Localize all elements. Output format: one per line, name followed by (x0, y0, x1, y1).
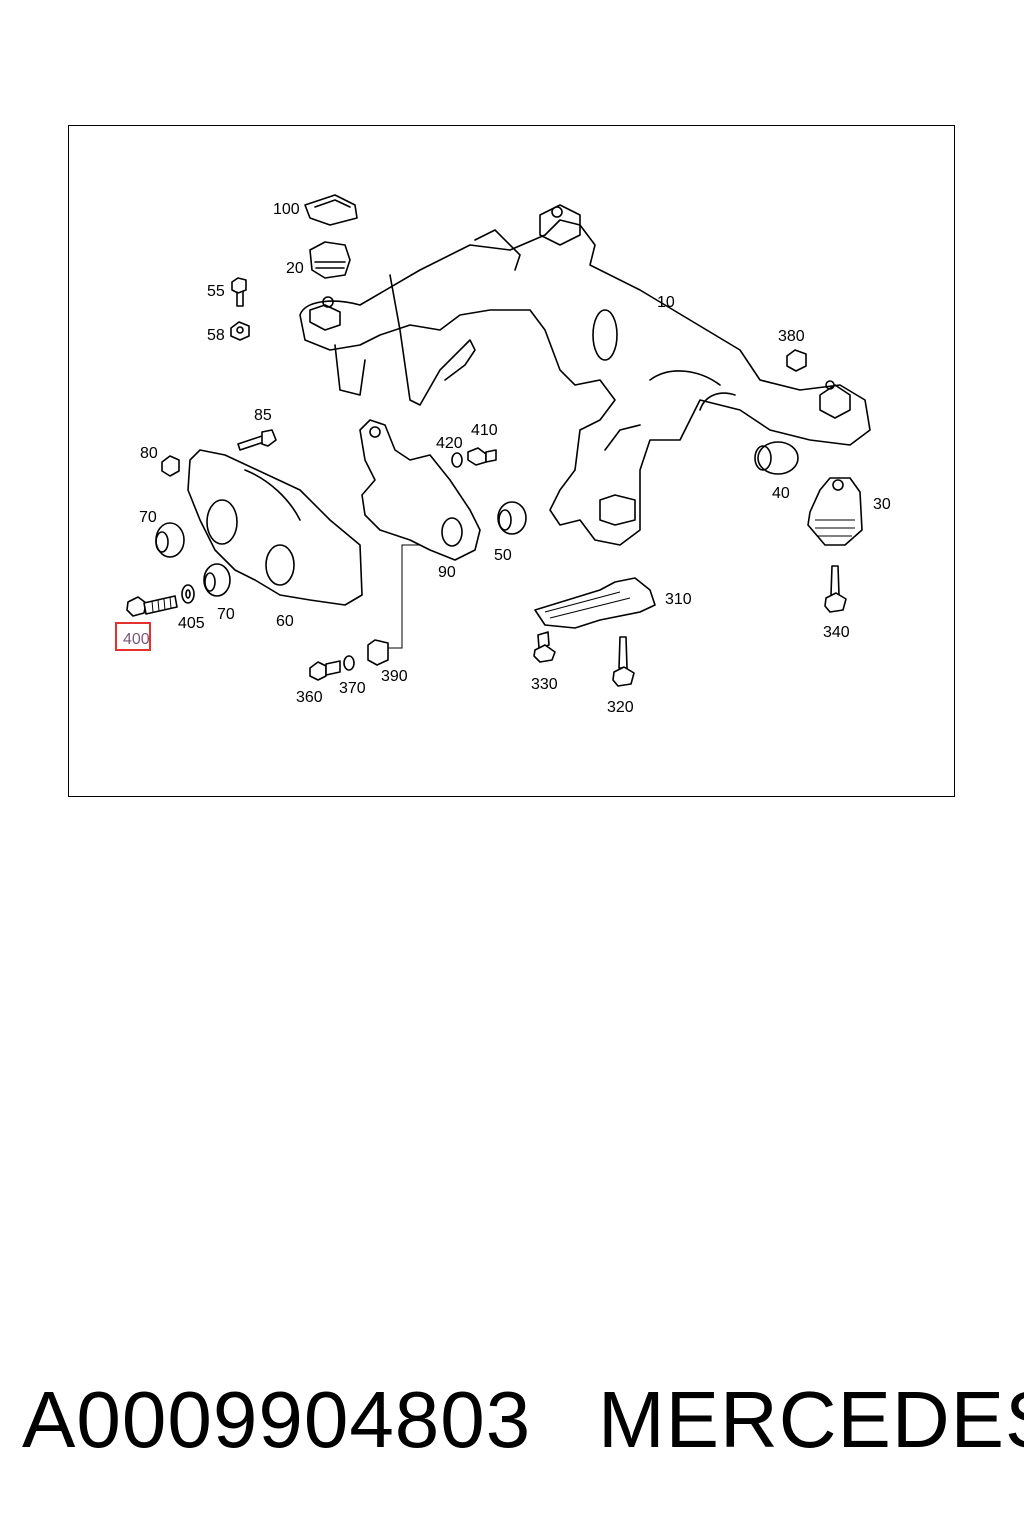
rubber-mount-part (309, 241, 351, 279)
bolt-360-part (309, 660, 341, 681)
sleeve-390-part (367, 639, 389, 666)
heat-shield-part (534, 577, 656, 629)
bolt-410-part (467, 447, 497, 466)
callout-10: 10 (657, 294, 675, 311)
callout-80: 80 (140, 445, 158, 462)
callout-360: 360 (296, 689, 323, 706)
callout-50: 50 (494, 547, 512, 564)
washer-370-part (343, 655, 355, 671)
bolt-400-part (126, 595, 178, 617)
callout-20: 20 (286, 260, 304, 277)
callout-55: 55 (207, 283, 225, 300)
bushing-70b-part (203, 563, 231, 597)
nut-380-part (786, 349, 807, 372)
bushing-40-part (754, 441, 799, 475)
highlight-box (115, 622, 151, 651)
callout-85: 85 (254, 407, 272, 424)
callout-320: 320 (607, 699, 634, 716)
bracket-90-part (359, 419, 481, 561)
bolt-85-part (237, 429, 277, 451)
bushing-50-part (497, 501, 527, 535)
bolt-55-part (231, 277, 247, 307)
nut-58-part (230, 321, 250, 341)
brand-name: MERCEDES (598, 1375, 1024, 1464)
footer: A0009904803 MERCEDES (0, 1370, 1024, 1470)
callout-410: 410 (471, 422, 498, 439)
callout-400: 400 (123, 631, 150, 648)
callout-60: 60 (276, 613, 294, 630)
callout-30: 30 (873, 496, 891, 513)
screw-340-part (824, 565, 847, 613)
diagram-frame (68, 125, 955, 797)
callout-340: 340 (823, 624, 850, 641)
washer-420-part (451, 452, 463, 468)
nut-80-part (161, 455, 180, 477)
part-number: A0009904803 (22, 1375, 532, 1464)
callout-100: 100 (273, 201, 300, 218)
screw-330-part (533, 631, 556, 663)
callout-310: 310 (665, 591, 692, 608)
callout-90: 90 (438, 564, 456, 581)
bushing-70-part (155, 522, 185, 558)
axle-carrier-part (299, 204, 871, 546)
callout-330: 330 (531, 676, 558, 693)
callout-380: 380 (778, 328, 805, 345)
callout-390: 390 (381, 668, 408, 685)
differential-cover-part (187, 449, 363, 606)
washer-405-part (181, 584, 195, 604)
mount-cap-part (304, 194, 358, 226)
callout-420: 420 (436, 435, 463, 452)
callout-405: 405 (178, 615, 205, 632)
callout-58: 58 (207, 327, 225, 344)
screw-320-part (612, 636, 635, 687)
callout-370: 370 (339, 680, 366, 697)
engine-mount-30-part (807, 477, 863, 546)
leader-line-390 (385, 544, 420, 649)
callout-70-upper: 70 (139, 509, 157, 526)
callout-40: 40 (772, 485, 790, 502)
callout-70-lower: 70 (217, 606, 235, 623)
